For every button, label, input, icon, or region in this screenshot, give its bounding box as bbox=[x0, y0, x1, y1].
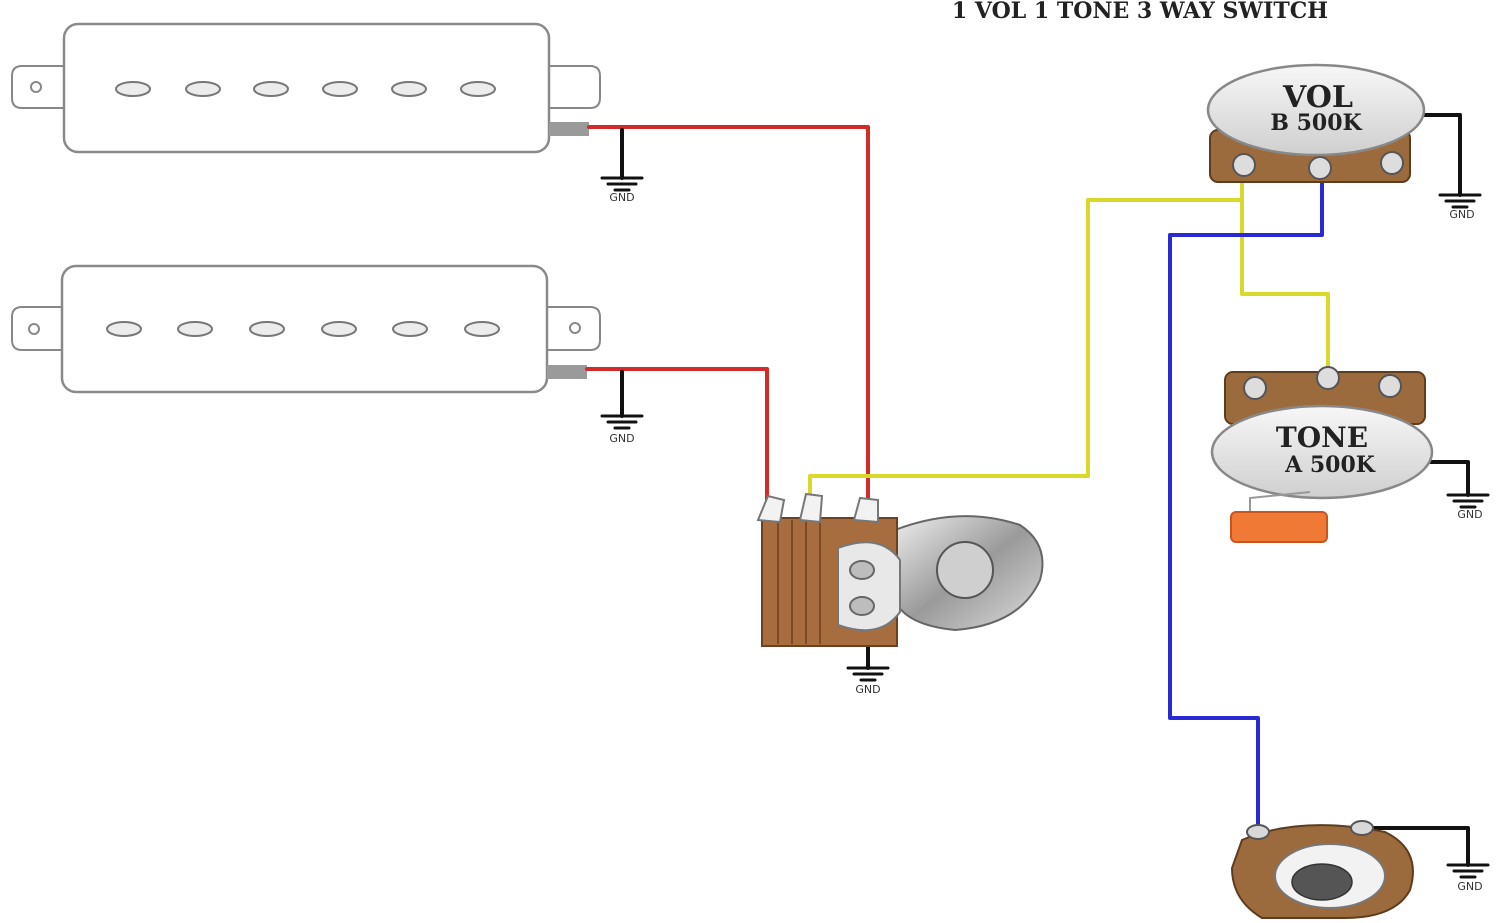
red-wire-neck-to-switch bbox=[587, 125, 870, 507]
pole-piece bbox=[392, 321, 428, 337]
ground-wire-switch bbox=[826, 643, 870, 670]
pickup-mount-ear-left bbox=[11, 65, 66, 109]
pot-terminal bbox=[1243, 376, 1267, 400]
pole-piece bbox=[115, 81, 151, 97]
bridge-pickup bbox=[11, 264, 601, 394]
mount-screw-hole bbox=[30, 81, 42, 93]
switch-rivet bbox=[849, 596, 875, 616]
switch-contact-plate bbox=[837, 541, 901, 632]
switch-layers bbox=[777, 520, 821, 644]
tone-pot-value: A 500K bbox=[1284, 452, 1376, 478]
volume-pot: VOL B 500K bbox=[1206, 63, 1426, 183]
pole-piece bbox=[460, 81, 496, 97]
pole-piece bbox=[177, 321, 213, 337]
pole-piece bbox=[253, 81, 289, 97]
pot-terminal bbox=[1378, 374, 1402, 398]
pot-terminal bbox=[1232, 153, 1256, 177]
ground-symbol-switch bbox=[846, 666, 890, 682]
mount-screw-hole bbox=[569, 322, 581, 334]
pickup-mount-ear-right bbox=[548, 65, 601, 109]
pot-can bbox=[1210, 404, 1434, 500]
volume-pot-value: B 500K bbox=[1270, 110, 1362, 136]
pole-piece bbox=[464, 321, 500, 337]
volume-pot-name: VOL bbox=[1282, 80, 1353, 115]
pole-pieces bbox=[115, 81, 496, 97]
capacitor-lead bbox=[1249, 491, 1311, 515]
capacitor-body bbox=[1230, 511, 1328, 543]
gnd-label-tone: GND bbox=[1457, 508, 1482, 521]
neck-pickup bbox=[11, 22, 601, 154]
pickup-lead-sleeve bbox=[549, 122, 589, 136]
jack-sleeve-lug bbox=[1350, 820, 1374, 836]
pole-piece bbox=[321, 321, 357, 337]
pot-can bbox=[1206, 63, 1426, 157]
gnd-label-volume: GND bbox=[1449, 208, 1474, 221]
ground-symbol-tone bbox=[1446, 493, 1490, 509]
pot-terminal bbox=[1316, 366, 1340, 390]
gnd-label-neck: GND bbox=[609, 191, 634, 204]
jack-socket-hole bbox=[1291, 863, 1353, 901]
pole-pieces bbox=[106, 321, 500, 337]
pot-terminal bbox=[1380, 151, 1404, 175]
output-jack bbox=[1230, 820, 1414, 919]
yellow-wire-switch-to-volume bbox=[808, 170, 1244, 504]
ground-symbol-neck bbox=[600, 176, 644, 192]
gnd-label-jack: GND bbox=[1457, 880, 1482, 893]
tone-capacitor bbox=[1230, 491, 1328, 543]
blue-wire-volume-to-jack bbox=[1168, 178, 1324, 830]
pole-piece bbox=[185, 81, 221, 97]
switch-nut-center bbox=[936, 541, 994, 599]
mount-screw-hole bbox=[28, 323, 40, 335]
pot-terminal bbox=[1308, 156, 1332, 180]
pickup-cover bbox=[60, 264, 549, 394]
ground-symbol-bridge bbox=[600, 414, 644, 430]
gnd-label-switch: GND bbox=[855, 683, 880, 696]
yellow-wire-volume-to-tone bbox=[1240, 198, 1330, 372]
ground-wire-jack bbox=[1362, 826, 1470, 867]
tone-pot: TONE A 500K bbox=[1210, 366, 1434, 500]
jack-tip-lug bbox=[1246, 824, 1270, 840]
ground-symbol-jack bbox=[1446, 863, 1490, 879]
pickup-cover bbox=[62, 22, 551, 154]
switch-lug bbox=[756, 494, 786, 524]
pickup-lead-sleeve bbox=[547, 365, 587, 379]
switch-rivet bbox=[849, 560, 875, 580]
pole-piece bbox=[322, 81, 358, 97]
three-way-switch bbox=[756, 492, 1044, 647]
gnd-label-bridge: GND bbox=[609, 432, 634, 445]
pickup-mount-ear-right bbox=[546, 306, 601, 351]
switch-lug bbox=[852, 496, 879, 524]
pole-piece bbox=[391, 81, 427, 97]
pole-piece bbox=[106, 321, 142, 337]
diagram-title: 1 VOL 1 TONE 3 WAY SWITCH bbox=[952, 0, 1328, 24]
tone-pot-name: TONE bbox=[1276, 421, 1368, 454]
switch-lug bbox=[798, 492, 824, 524]
pole-piece bbox=[249, 321, 285, 337]
red-wire-bridge-to-switch bbox=[585, 367, 769, 502]
ground-symbol-volume bbox=[1438, 193, 1482, 209]
